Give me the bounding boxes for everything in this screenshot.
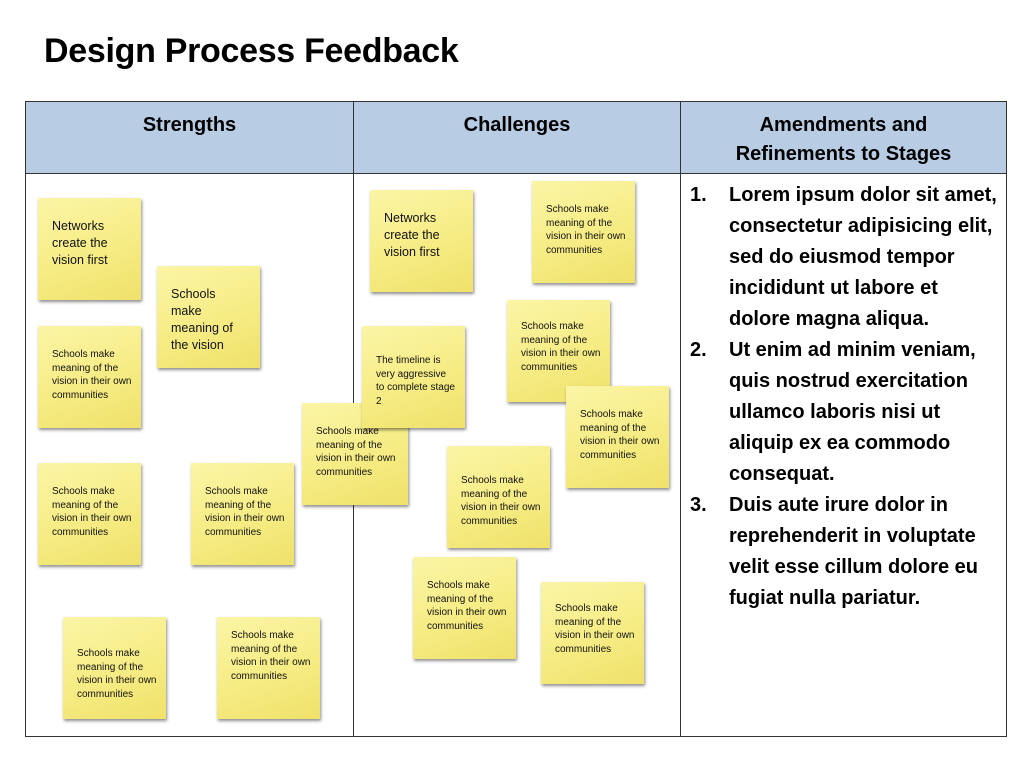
header-strengths: Strengths bbox=[26, 102, 354, 174]
amendments-list: 1.Lorem ipsum dolor sit amet, consectetu… bbox=[690, 180, 1000, 614]
page-title: Design Process Feedback bbox=[44, 32, 459, 70]
sticky-note[interactable]: Schools make meaning of the vision in th… bbox=[38, 326, 141, 428]
header-challenges: Challenges bbox=[354, 102, 681, 174]
sticky-note[interactable]: Schools make meaning of the vision in th… bbox=[191, 463, 294, 565]
sticky-note[interactable]: Schools make meaning of the vision in th… bbox=[38, 463, 141, 565]
sticky-note[interactable]: Schools make meaning of the vision in th… bbox=[532, 181, 635, 283]
sticky-note[interactable]: The timeline is very aggressive to compl… bbox=[362, 326, 465, 428]
sticky-note[interactable]: Schools make meaning of the vision in th… bbox=[507, 300, 610, 402]
sticky-note[interactable]: Schools make meaning of the vision in th… bbox=[217, 617, 320, 719]
column-divider bbox=[680, 174, 681, 736]
sticky-note[interactable]: Networks create the vision first bbox=[38, 198, 141, 300]
header-amendments: Amendments and Refinements to Stages bbox=[681, 102, 1006, 174]
sticky-note[interactable]: Schools make meaning of the vision bbox=[157, 266, 260, 368]
sticky-note[interactable]: Schools make meaning of the vision in th… bbox=[566, 386, 669, 488]
sticky-note[interactable]: Networks create the vision first bbox=[370, 190, 473, 292]
list-item: 3.Duis aute irure dolor in reprehenderit… bbox=[690, 494, 978, 609]
sticky-note[interactable]: Schools make meaning of the vision in th… bbox=[447, 446, 550, 548]
list-item: 1.Lorem ipsum dolor sit amet, consectetu… bbox=[690, 184, 997, 330]
sticky-note[interactable]: Schools make meaning of the vision in th… bbox=[413, 557, 516, 659]
sticky-note[interactable]: Schools make meaning of the vision in th… bbox=[63, 617, 166, 719]
list-item: 2.Ut enim ad minim veniam, quis nostrud … bbox=[690, 339, 976, 485]
feedback-table: Strengths Challenges Amendments and Refi… bbox=[25, 101, 1007, 737]
sticky-note[interactable]: Schools make meaning of the vision in th… bbox=[541, 582, 644, 684]
